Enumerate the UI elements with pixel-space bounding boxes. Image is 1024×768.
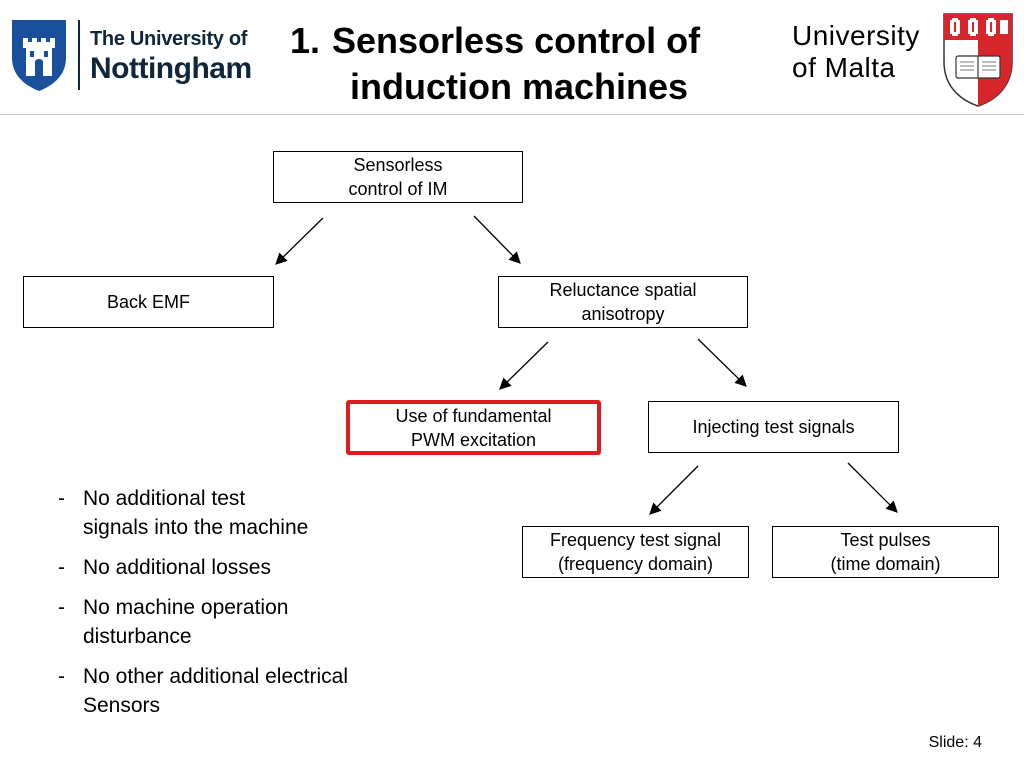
arrow-reluctance-to-fundamental — [499, 341, 549, 390]
bullet-marker: - — [58, 596, 65, 619]
bullet-line1: No additional losses — [83, 556, 271, 579]
node-label-line1: Injecting test signals — [692, 417, 855, 437]
uom-name-line1: University — [792, 20, 920, 51]
node-label-line1: Back EMF — [106, 292, 190, 312]
bullet-marker: - — [58, 487, 65, 510]
node-label-line1: Frequency test signal — [549, 530, 722, 550]
arrow-root-to-back-emf — [275, 217, 324, 265]
uon-name-line2: Nottingham — [90, 52, 252, 85]
arrow-root-to-reluctance — [473, 215, 521, 264]
bullet-line1: No machine operation — [83, 596, 289, 619]
university-of-malta-crest-icon — [943, 13, 1013, 107]
nottingham-castle-crest-icon — [12, 20, 66, 91]
node-label-line2: (frequency domain) — [557, 554, 714, 574]
uom-name-line2: of Malta — [792, 52, 896, 83]
node-label-line1: Sensorless — [353, 155, 443, 175]
uon-name-line1: The University of — [90, 28, 248, 50]
university-of-nottingham-logo: The University of Nottingham — [6, 18, 266, 96]
bullet-line2: Sensors — [83, 694, 161, 717]
bullet-line2: disturbance — [83, 625, 192, 648]
node-frequency-test-signal: Frequency test signal (frequency domain) — [522, 526, 749, 578]
bullet-line1: No other additional electrical — [83, 665, 348, 688]
logo-divider — [78, 20, 80, 90]
node-label-line2: (time domain) — [830, 554, 941, 574]
node-injecting-test-signals: Injecting test signals — [648, 401, 899, 453]
university-of-malta-logo-text: University of Malta — [792, 20, 920, 84]
slide-number: Slide: 4 — [928, 734, 982, 751]
node-label-line2: anisotropy — [581, 304, 665, 324]
node-sensorless-control: Sensorless control of IM — [273, 151, 523, 203]
list-item: - No machine operation disturbance — [54, 593, 434, 651]
advantages-list: - No additional test signals into the mac… — [54, 484, 434, 731]
node-label-line1: Reluctance spatial — [549, 280, 697, 300]
list-item: - No additional test signals into the mac… — [54, 484, 434, 542]
node-label-line1: Use of fundamental — [395, 405, 552, 426]
arrow-injecting-to-frequency — [649, 465, 699, 515]
bullet-line2: signals into the machine — [83, 516, 309, 539]
node-reluctance-anisotropy: Reluctance spatial anisotropy — [498, 276, 748, 328]
node-label-line2: PWM excitation — [410, 429, 537, 450]
node-label-line2: control of IM — [348, 179, 448, 199]
arrow-injecting-to-pulses — [847, 462, 898, 513]
bullet-marker: - — [58, 665, 65, 688]
title-number: 1. — [290, 20, 321, 61]
arrow-reluctance-to-injecting — [697, 338, 747, 387]
header-divider — [0, 114, 1024, 115]
bullet-line1: No additional test — [83, 487, 246, 510]
title-line2: induction machines — [350, 66, 689, 107]
slide-header: The University of Nottingham 1. Sensorle… — [0, 0, 1024, 115]
bullet-marker: - — [58, 556, 65, 579]
node-label-line1: Test pulses — [840, 530, 931, 550]
list-item: - No additional losses — [54, 553, 434, 582]
node-back-emf: Back EMF — [23, 276, 274, 328]
title-line1: Sensorless control of — [332, 20, 701, 61]
node-test-pulses: Test pulses (time domain) — [772, 526, 999, 578]
